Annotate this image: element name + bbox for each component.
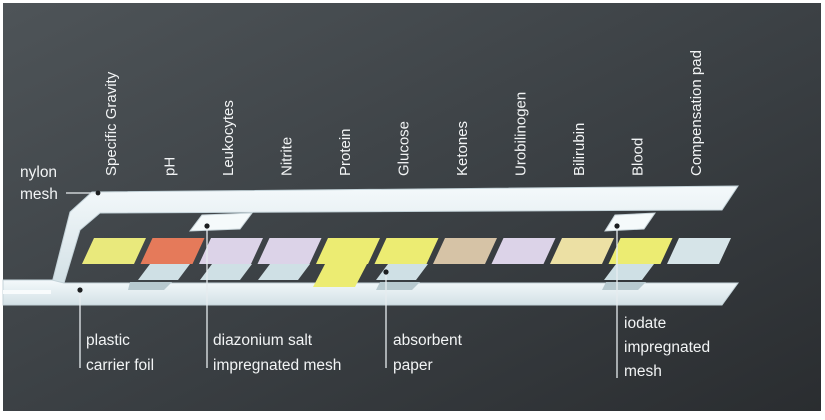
reagent-pad-0 bbox=[82, 238, 146, 264]
callout-plastic-line2: carrier foil bbox=[86, 357, 154, 374]
callout-absorbent-line2: paper bbox=[393, 357, 433, 374]
callout-absorbent-line1: absorbent bbox=[393, 332, 463, 349]
pad-label-8: Bilirubin bbox=[571, 123, 588, 176]
reagent-pad-10 bbox=[667, 238, 731, 264]
nylon-mesh-strip bbox=[51, 185, 739, 284]
pad-label-2: Leukocytes bbox=[220, 100, 237, 176]
reagent-pad-5 bbox=[374, 238, 439, 264]
pad-labels: Specific Gravity pH Leukocytes Nitrite Prote… bbox=[103, 50, 705, 176]
callout-diazonium-line2: impregnated mesh bbox=[213, 357, 341, 374]
reagent-pad-7 bbox=[491, 238, 556, 264]
pad-label-7: Urobilinogen bbox=[513, 92, 530, 176]
callout-iodate-line1: iodate bbox=[624, 315, 666, 332]
pad-label-0: Specific Gravity bbox=[103, 71, 120, 176]
reagent-pad-6 bbox=[433, 238, 497, 264]
pad-label-5: Glucose bbox=[396, 121, 413, 176]
protein-second-layer bbox=[313, 264, 367, 287]
callout-nylon-line2: mesh bbox=[20, 186, 58, 203]
pad-label-4: Protein bbox=[337, 128, 354, 176]
pad-label-3: Nitrite bbox=[279, 137, 296, 176]
callout-nylon-line1: nylon bbox=[20, 164, 57, 181]
reagent-pad-8 bbox=[550, 238, 614, 264]
reagent-pad-3 bbox=[257, 238, 322, 264]
pad-label-10: Compensation pad bbox=[688, 50, 705, 176]
callout-diazonium-line1: diazonium salt bbox=[213, 332, 313, 349]
reagent-pad-9 bbox=[608, 238, 673, 264]
callout-iodate-line2: impregnated bbox=[624, 339, 710, 356]
callout-plastic-line1: plastic bbox=[86, 332, 130, 349]
reagent-pad-4 bbox=[316, 238, 380, 264]
pad-label-6: Ketones bbox=[454, 121, 471, 176]
plastic-carrier-foil-strip bbox=[2, 279, 739, 306]
leader-lines bbox=[66, 190, 620, 378]
reagent-pads bbox=[82, 238, 731, 264]
reagent-pad-1 bbox=[140, 238, 205, 264]
pad-label-1: pH bbox=[162, 157, 179, 176]
pad-label-9: Blood bbox=[630, 138, 647, 176]
callout-iodate-line3: mesh bbox=[624, 363, 662, 380]
reagent-pad-2 bbox=[199, 238, 263, 264]
